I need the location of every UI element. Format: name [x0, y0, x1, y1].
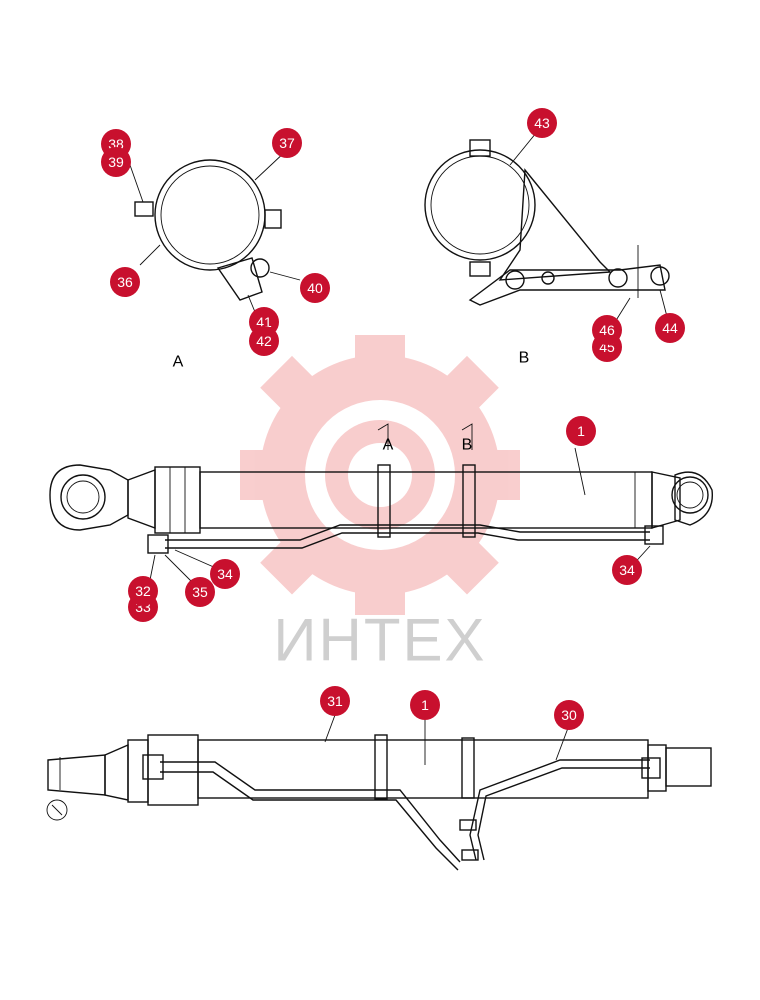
callout-39: 39 [101, 147, 131, 177]
callout-30: 30 [554, 700, 584, 730]
section-b-label: B [462, 437, 473, 454]
view-a-label: A [173, 354, 184, 371]
watermark-brand-text: ИНТЕХ [273, 607, 486, 674]
svg-text:1: 1 [577, 423, 585, 439]
callout-34-right: 34 [612, 555, 642, 585]
watermark-gear-icon [240, 335, 520, 615]
svg-text:41: 41 [256, 314, 272, 330]
svg-text:36: 36 [117, 274, 133, 290]
svg-text:37: 37 [279, 135, 295, 151]
callout-31: 31 [320, 686, 350, 716]
callout-44: 44 [655, 313, 685, 343]
callout-35: 35 [185, 577, 215, 607]
callout-36: 36 [110, 267, 140, 297]
svg-text:30: 30 [561, 707, 577, 723]
callout-1-main: 1 [566, 416, 596, 446]
svg-text:34: 34 [217, 566, 233, 582]
svg-text:39: 39 [108, 154, 124, 170]
callout-37: 37 [272, 128, 302, 158]
callout-32: 32 [128, 576, 158, 606]
svg-text:40: 40 [307, 280, 323, 296]
svg-text:1: 1 [421, 697, 429, 713]
svg-text:42: 42 [256, 333, 272, 349]
callout-34-left: 34 [210, 559, 240, 589]
callout-40: 40 [300, 273, 330, 303]
watermark: ИНТЕХ [240, 335, 520, 674]
svg-text:32: 32 [135, 583, 151, 599]
bottom-cylinder-drawing [46, 714, 712, 871]
svg-text:35: 35 [192, 584, 208, 600]
callout-46: 46 [592, 315, 622, 345]
svg-text:46: 46 [599, 322, 615, 338]
callout-1-bottom: 1 [410, 690, 440, 720]
view-b-drawing [424, 121, 671, 331]
callout-43: 43 [527, 108, 557, 138]
main-cylinder-drawing [49, 423, 714, 591]
svg-text:31: 31 [327, 693, 343, 709]
svg-text:43: 43 [534, 115, 550, 131]
view-a-drawing [129, 149, 301, 313]
svg-text:44: 44 [662, 320, 678, 336]
section-a-label: A [383, 437, 394, 454]
svg-text:34: 34 [619, 562, 635, 578]
callout-42: 42 [249, 326, 279, 356]
view-b-label: B [519, 350, 530, 367]
